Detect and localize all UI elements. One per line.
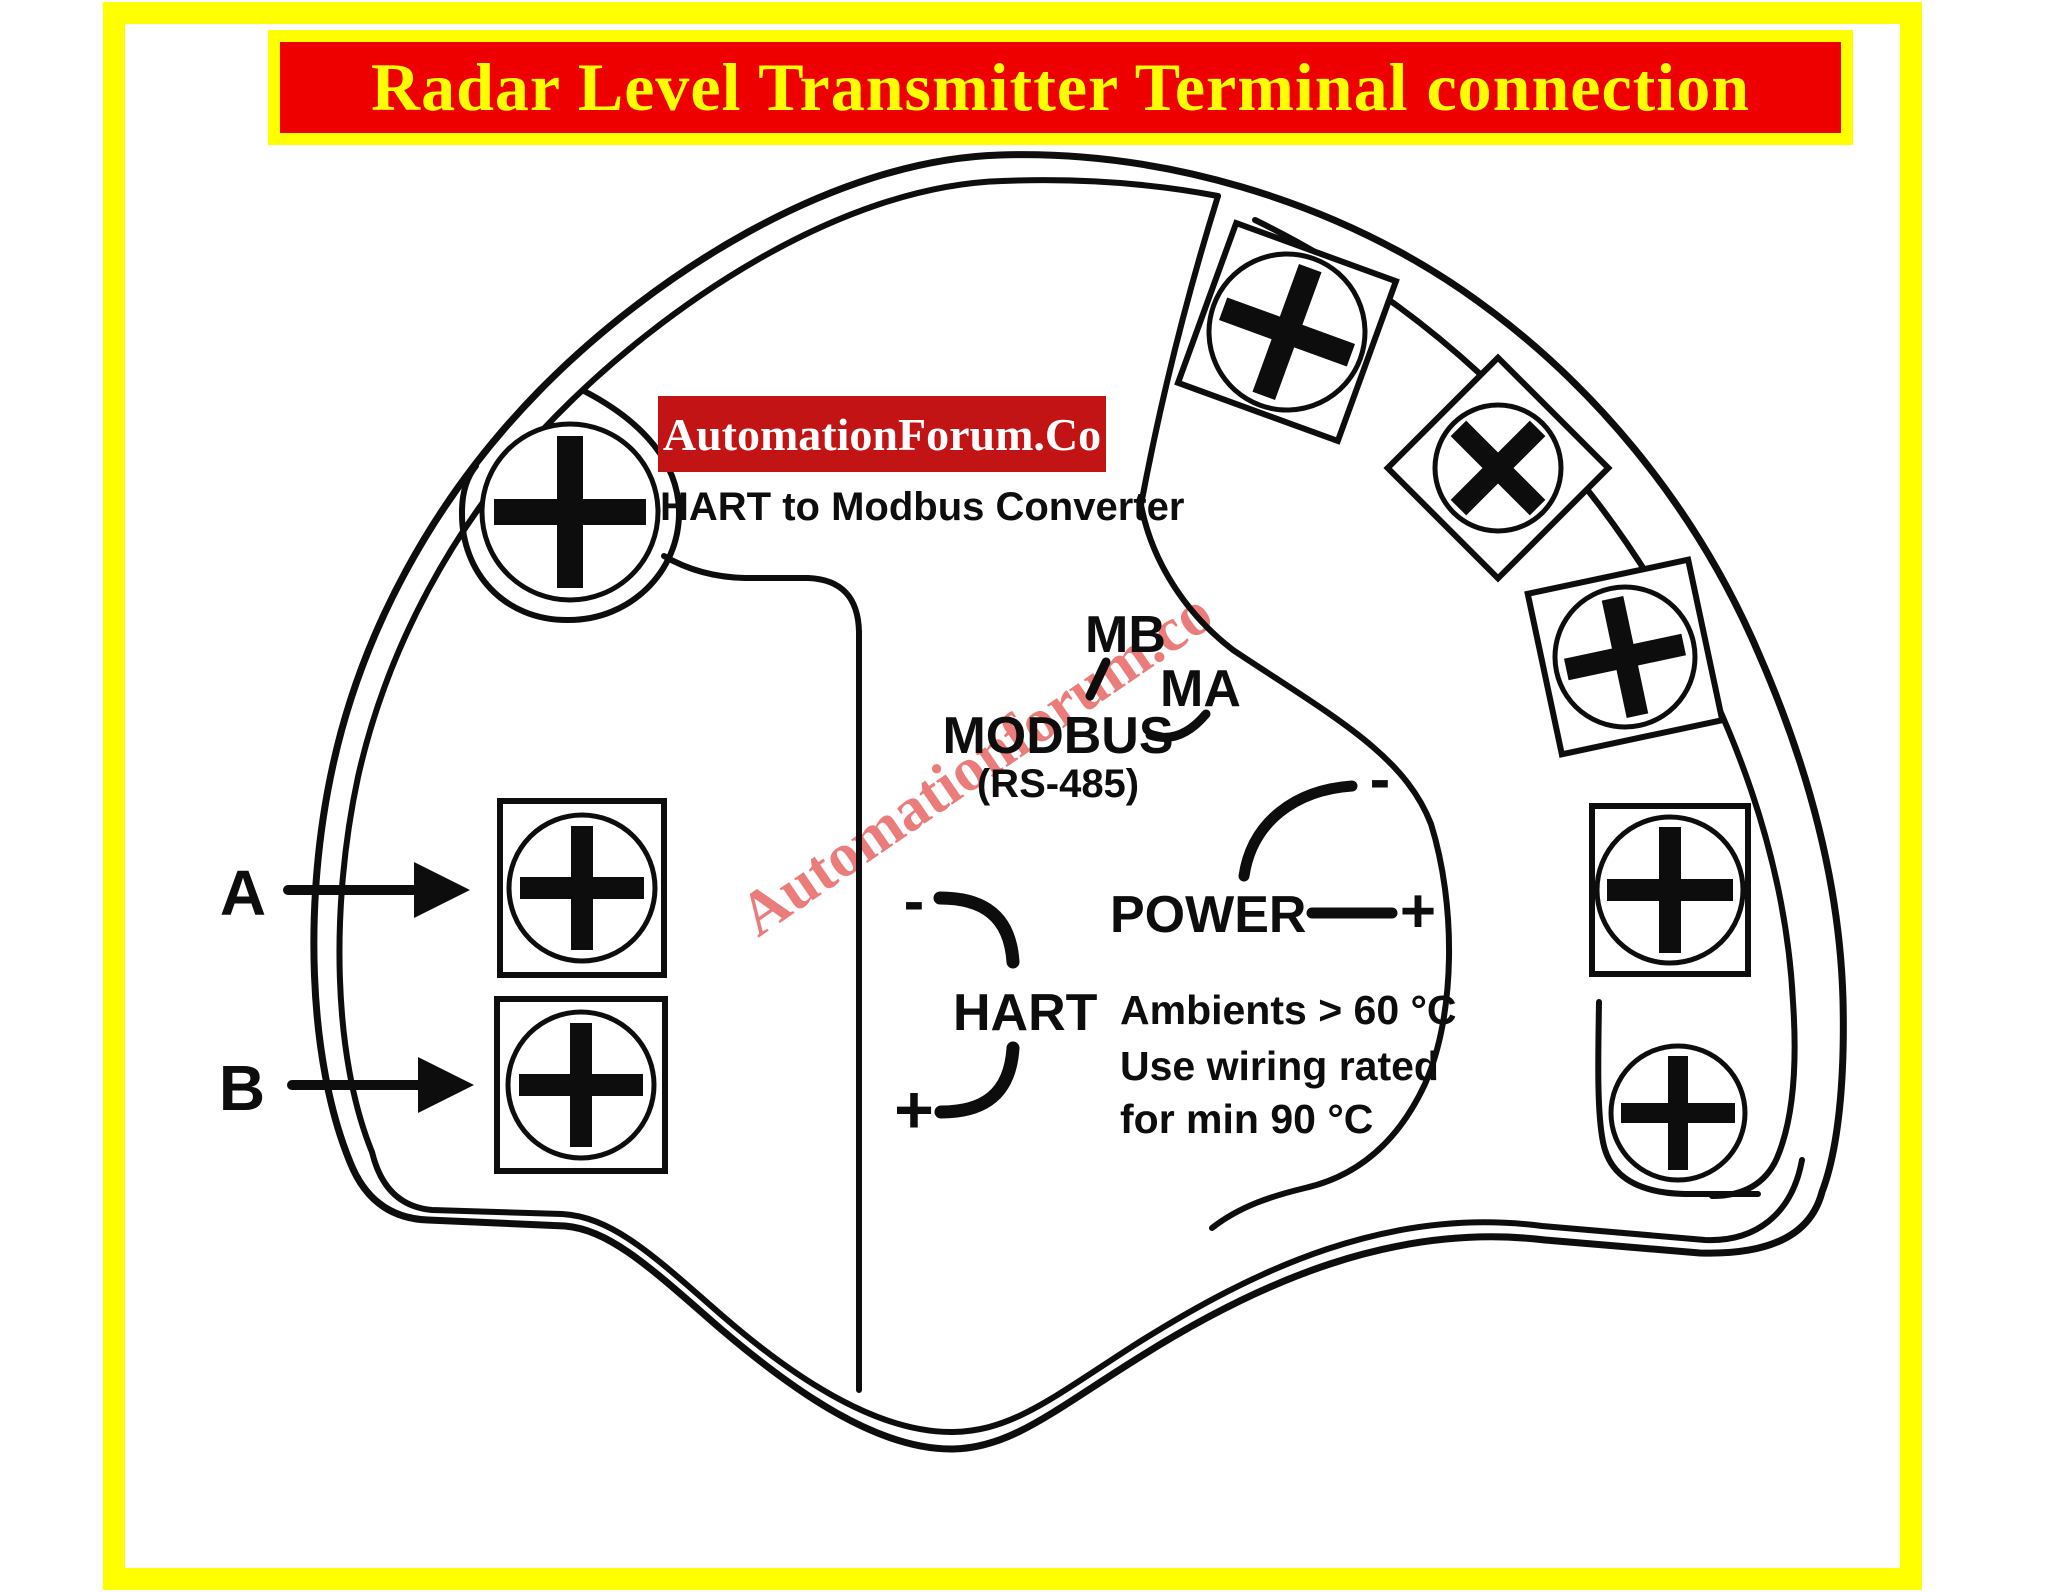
modbus-label: MODBUS [942,707,1173,765]
brand-label: AutomationForum.Co [663,409,1101,460]
hart-bracket-top [933,891,1020,969]
bay-screw-4 [1589,803,1751,977]
bay-screw-2 [1383,353,1613,583]
terminal-bay-inner-outline [1252,217,1798,1199]
hart-minus-sign: - [904,867,925,936]
bay-screw-5 [1608,1043,1748,1183]
page-border-frame [103,2,1922,1590]
screw-cross-icon [557,436,583,588]
ma-leader-curve [1145,709,1211,742]
screw-cross-icon [1252,263,1322,401]
screw-top-left [479,421,661,603]
terminal-a-arrow-icon [414,862,470,918]
rs485-label: (RS-485) [977,762,1139,806]
screw-cross-icon [571,826,593,950]
brand-box [658,396,1106,472]
screw-cross-icon [1668,1056,1688,1170]
subtitle-label: HART to Modbus Converter [660,485,1184,529]
mb-label: MB [1085,606,1166,664]
screw-cross-icon [1601,596,1649,718]
power-minus-arc [1238,780,1358,882]
terminal-b-arrow-icon [418,1057,474,1113]
housing-outer-outline [310,151,1847,1453]
screw-cross-icon [1450,420,1546,516]
bay-screw-3 [1524,556,1726,758]
terminal-a-screw [497,798,667,978]
title-banner: Radar Level Transmitter Terminal connect… [268,30,1853,145]
note-line-2: Use wiring rated [1120,1043,1439,1089]
terminal-b-screw [494,996,668,1174]
screw-cross-icon [570,1023,592,1147]
hart-label: HART [953,984,1098,1042]
terminal-b-label: B [219,1052,265,1124]
ma-label: MA [1160,660,1241,718]
terminal-a-label: A [220,857,266,929]
page-title: Radar Level Transmitter Terminal connect… [370,49,1751,125]
hart-plus-sign: + [894,1072,934,1148]
mb-leader-line [1085,657,1111,701]
wedge-and-center-arc [1138,193,1453,1231]
power-label: POWER [1110,886,1306,944]
note-line-3: for min 90 °C [1120,1096,1373,1142]
power-minus-sign: - [1370,745,1391,814]
screw-cross-icon [1659,827,1681,953]
housing-inner-outline [336,177,1805,1436]
note-line-1: Ambients > 60 °C [1120,987,1457,1033]
center-area-edge [661,553,862,1393]
bay-screw-1 [1174,219,1400,445]
bottom-right-screw-wrap [1595,999,1761,1197]
power-plus-sign: + [1400,877,1436,946]
hart-bracket-bottom [934,1041,1020,1119]
